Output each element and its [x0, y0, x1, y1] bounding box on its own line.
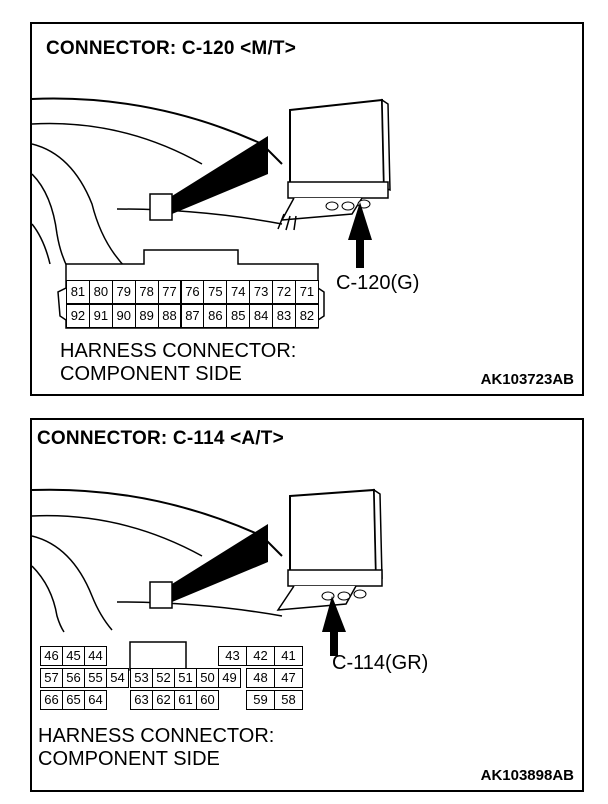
connector-pin: 79 [111, 280, 136, 304]
connector-pin: 52 [152, 668, 175, 688]
connector-pin: 42 [246, 646, 275, 666]
connector-pin: 71 [295, 280, 319, 304]
connector-pin: 80 [88, 280, 113, 304]
connector-pin: 56 [62, 668, 85, 688]
connector-pin: 41 [274, 646, 303, 666]
connector-pin: 57 [40, 668, 63, 688]
connector-pin: 87 [180, 304, 205, 328]
connector-pin: 89 [134, 304, 159, 328]
connector-pin: 82 [295, 304, 319, 328]
connector-pin: 48 [246, 668, 275, 688]
connector-pin: 53 [130, 668, 153, 688]
connector-pin: 47 [274, 668, 303, 688]
connector-pin: 78 [134, 280, 159, 304]
connector-pin: 63 [130, 690, 153, 710]
connector-pin: 85 [226, 304, 251, 328]
connector-pin: 51 [174, 668, 197, 688]
connector-pin: 90 [111, 304, 136, 328]
connector-pin: 65 [62, 690, 85, 710]
caption-line-1: HARNESS CONNECTOR: [60, 340, 297, 362]
connector-label: C-120(G) [336, 272, 420, 294]
connector-pin: 86 [203, 304, 228, 328]
connector-pin: 54 [106, 668, 129, 688]
connector-pin: 45 [62, 646, 85, 666]
connector-pin: 76 [180, 280, 205, 304]
panel-title: CONNECTOR: C-114 <A/T> [37, 428, 284, 449]
connector-pin: 61 [174, 690, 197, 710]
figure-code: AK103723AB [480, 371, 574, 388]
caption-line-2: COMPONENT SIDE [38, 748, 220, 770]
connector-pin: 75 [203, 280, 228, 304]
connector-pin: 62 [152, 690, 175, 710]
connector-pin: 55 [84, 668, 107, 688]
connector-pin: 49 [218, 668, 241, 688]
connector-label: C-114(GR) [332, 652, 429, 674]
panel-title: CONNECTOR: C-120 <M/T> [46, 38, 297, 59]
caption-line-1: HARNESS CONNECTOR: [38, 725, 275, 747]
connector-pin: 58 [274, 690, 303, 710]
caption-line-2: COMPONENT SIDE [60, 363, 242, 385]
harness-caption: HARNESS CONNECTOR: COMPONENT SIDE [38, 725, 274, 771]
connector-pin: 77 [157, 280, 182, 304]
connector-pin: 88 [157, 304, 182, 328]
connector-pin: 59 [246, 690, 275, 710]
connector-pin: 84 [249, 304, 274, 328]
harness-caption: HARNESS CONNECTOR: COMPONENT SIDE [60, 340, 296, 386]
connector-pin: 92 [66, 304, 90, 328]
connector-pin: 60 [196, 690, 219, 710]
connector-pin: 44 [84, 646, 107, 666]
connector-pin: 74 [226, 280, 251, 304]
connector-pin: 73 [249, 280, 274, 304]
connector-pin: 81 [66, 280, 90, 304]
connector-pin: 50 [196, 668, 219, 688]
figure-code: AK103898AB [480, 767, 574, 784]
connector-pin: 83 [272, 304, 296, 328]
dashboard-illustration [32, 488, 383, 671]
connector-pin: 43 [218, 646, 247, 666]
connector-pin: 64 [84, 690, 107, 710]
connector-pin: 72 [272, 280, 296, 304]
connector-pin: 66 [40, 690, 63, 710]
connector-pin: 46 [40, 646, 63, 666]
connector-pin: 91 [88, 304, 113, 328]
